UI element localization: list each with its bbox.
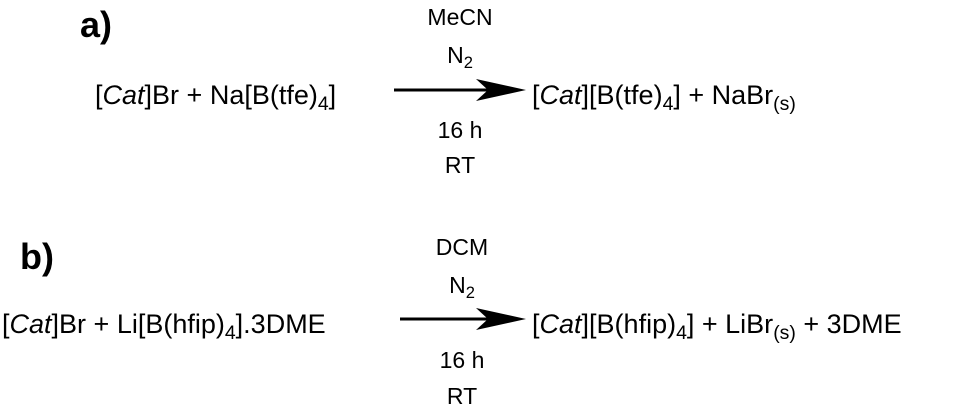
text: [ bbox=[95, 80, 103, 110]
text: ] bbox=[328, 80, 337, 110]
text: ] + NaBr bbox=[673, 80, 774, 110]
text: ].3DME bbox=[235, 309, 326, 339]
scheme-a-reactants: [Cat]Br + Na[B(tfe)4] bbox=[95, 80, 337, 114]
text: [ bbox=[2, 309, 10, 339]
text: [ bbox=[532, 80, 540, 110]
text: [ bbox=[532, 309, 540, 339]
cation-label: Cat bbox=[539, 309, 582, 339]
text: ][B(hfip) bbox=[581, 309, 677, 339]
atmosphere-symbol: N bbox=[449, 272, 466, 298]
text: ] + LiBr bbox=[686, 309, 774, 339]
text: ][B(tfe) bbox=[581, 80, 663, 110]
scheme-a-time: 16 h bbox=[437, 117, 483, 143]
scheme-a-temperature: RT bbox=[444, 152, 476, 178]
text: + 3DME bbox=[795, 309, 902, 339]
scheme-a-label: a) bbox=[80, 4, 113, 45]
cation-label: Cat bbox=[9, 309, 52, 339]
atmosphere-subscript: 2 bbox=[463, 52, 473, 72]
scheme-b-time: 16 h bbox=[439, 347, 485, 373]
scheme-b-reactants: [Cat]Br + Li[B(hfip)4].3DME bbox=[2, 309, 326, 343]
scheme-a-products: [Cat][B(tfe)4] + NaBr(s) bbox=[532, 80, 796, 114]
scheme-a-solvent: MeCN bbox=[427, 4, 493, 30]
subscript: 4 bbox=[224, 321, 236, 344]
subscript: 4 bbox=[662, 92, 674, 115]
scheme-b-temperature: RT bbox=[446, 383, 478, 409]
reaction-arrow-a bbox=[394, 79, 526, 101]
atmosphere-symbol: N bbox=[447, 42, 464, 68]
text: ]Br + Li[B(hfip) bbox=[51, 309, 225, 339]
scheme-b-solvent: DCM bbox=[435, 234, 489, 260]
text: ]Br + Na[B(tfe) bbox=[144, 80, 318, 110]
state-subscript: (s) bbox=[773, 92, 796, 115]
scheme-a-atmosphere: N2 bbox=[400, 42, 520, 71]
atmosphere-subscript: 2 bbox=[465, 282, 475, 302]
subscript: 4 bbox=[676, 321, 687, 344]
scheme-b-products: [Cat][B(hfip)4] + LiBr(s) + 3DME bbox=[532, 309, 902, 343]
reaction-arrow-b bbox=[400, 308, 526, 330]
scheme-b-label: b) bbox=[20, 236, 54, 277]
subscript: 4 bbox=[317, 92, 329, 115]
state-subscript: (s) bbox=[773, 321, 796, 344]
cation-label: Cat bbox=[539, 80, 582, 110]
scheme-b-atmosphere: N2 bbox=[402, 272, 522, 301]
cation-label: Cat bbox=[102, 80, 145, 110]
